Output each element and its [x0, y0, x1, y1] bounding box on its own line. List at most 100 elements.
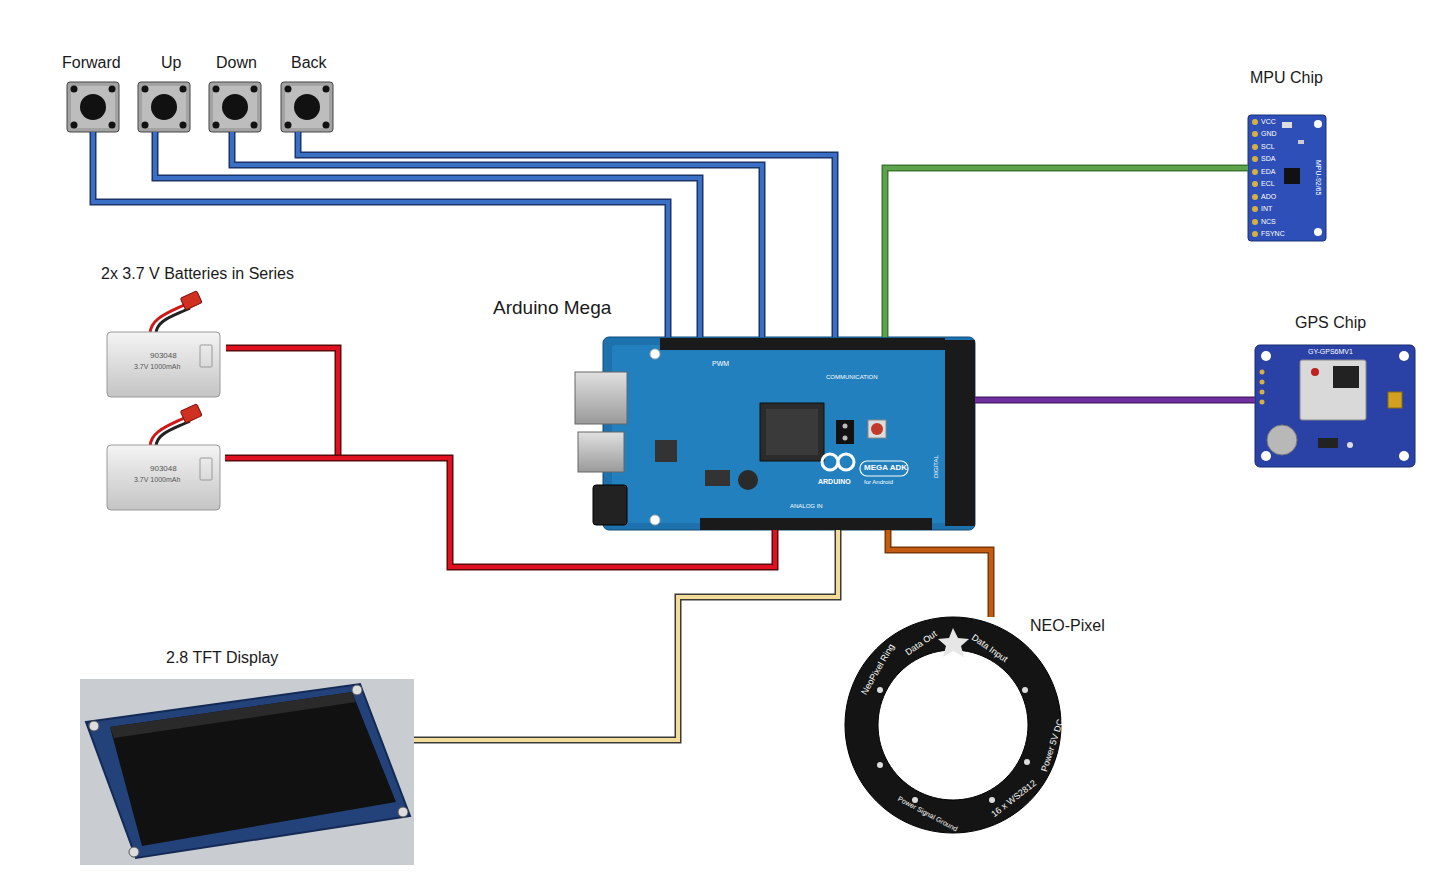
arduino-board-part — [860, 461, 908, 476]
push-button-part — [142, 86, 186, 128]
wire — [232, 132, 762, 337]
push-button-part — [222, 94, 248, 120]
push-button-part — [213, 86, 257, 128]
component-label: 2x 3.7 V Batteries in Series — [101, 265, 294, 283]
mpu-board-part — [1314, 120, 1322, 128]
gps-board-part — [1261, 351, 1271, 361]
neopixel-ring-part — [938, 628, 969, 657]
push-button-part — [323, 86, 330, 93]
component-label: Back — [291, 54, 327, 72]
wire-core — [414, 530, 838, 740]
arduino-board-part — [843, 436, 848, 441]
print-label: Power Signal Ground — [896, 795, 958, 833]
arduino-board-part — [650, 349, 660, 359]
arduino-board-part — [766, 409, 818, 455]
mpu-board-part — [1252, 219, 1258, 225]
display-module: 2.8 TFT Display — [80, 679, 414, 865]
push-button — [67, 82, 119, 132]
led-ring: NEO-Pixel — [845, 617, 1063, 835]
print-label: 3.7V 1000mAh — [134, 363, 180, 371]
battery-cell — [107, 291, 220, 397]
component-label: Forward — [62, 54, 121, 72]
arduino-board-part — [705, 470, 730, 486]
wire-outline — [975, 397, 1255, 404]
arduino-board-part — [575, 372, 627, 424]
gps-board-part — [1260, 390, 1265, 395]
mpu-board-part — [1282, 122, 1292, 128]
push-button — [209, 82, 261, 132]
arduino-board-part — [655, 440, 677, 462]
tft-display-part — [129, 847, 139, 857]
mpu-board-part — [1252, 156, 1258, 162]
push-button-part — [71, 86, 78, 93]
battery-cell-part — [107, 445, 220, 510]
microcontroller-board: Arduino Mega — [603, 337, 975, 530]
push-button-part — [180, 122, 187, 129]
gps-board-part — [1260, 380, 1265, 385]
push-button-part — [80, 94, 106, 120]
mpu-board-part — [1248, 115, 1326, 241]
print-label: COMMUNICATION — [826, 374, 878, 381]
wire-core — [885, 168, 1248, 337]
push-button-part — [142, 86, 149, 93]
gps-board-part — [1260, 370, 1265, 375]
push-button: Up — [138, 82, 190, 132]
push-button-part — [142, 122, 149, 129]
arduino-board-part — [868, 420, 886, 438]
arduino-board-part — [660, 338, 945, 350]
print-label: ECL — [1261, 180, 1275, 188]
print-label: Power 5V DC — [1040, 718, 1066, 773]
battery-cell — [107, 404, 220, 510]
push-button-part — [285, 122, 292, 129]
tft-display-part — [110, 692, 356, 738]
neopixel-ring-part — [877, 687, 883, 693]
wire — [225, 458, 775, 567]
push-button-part — [67, 82, 119, 132]
mpu-board — [1248, 115, 1326, 241]
push-button-part — [213, 122, 220, 129]
component-label: Arduino Mega — [493, 297, 611, 319]
battery-cell-part — [107, 332, 220, 397]
push-button-part — [180, 86, 187, 93]
print-label: SCL — [1261, 143, 1275, 151]
print-label: ADO — [1261, 193, 1276, 201]
gps-board-part — [1399, 451, 1409, 461]
print-label: ANALOG IN — [790, 503, 823, 510]
print-label: 903048 — [150, 352, 177, 361]
arduino-board-part — [738, 470, 758, 490]
component-label: 2.8 TFT Display — [166, 649, 278, 667]
push-button: Back — [281, 82, 333, 132]
battery-cell-part — [180, 291, 202, 310]
print-label: ARDUINO — [818, 478, 851, 486]
print-label: EDA — [1261, 168, 1275, 176]
push-button — [281, 82, 333, 132]
wire-core — [888, 530, 991, 617]
print-label: Data Out — [904, 629, 939, 658]
tft-display — [80, 679, 414, 865]
sensor-module: MPU Chip — [1248, 115, 1326, 241]
arduino-board-part — [612, 345, 962, 523]
print-label: for Android — [864, 479, 893, 486]
arduino-board-part — [822, 454, 838, 470]
print-label: VCC — [1261, 118, 1276, 126]
push-button-part — [285, 86, 329, 128]
neopixel-ring-part — [1024, 759, 1030, 765]
push-button-part — [251, 86, 258, 93]
print-label: FSYNC — [1261, 230, 1285, 238]
push-button-part — [209, 82, 261, 132]
print-label: SDA — [1261, 155, 1275, 163]
arduino-board-part — [760, 403, 824, 461]
mpu-board-part — [1252, 231, 1258, 237]
print-label: MEGA ADK — [864, 464, 907, 473]
battery-cell-part — [156, 421, 190, 447]
series-wire — [226, 348, 338, 458]
wire — [414, 530, 838, 740]
push-button-part — [213, 86, 220, 93]
gps-board-part — [1261, 451, 1271, 461]
wire-outline — [414, 530, 838, 740]
print-label: GY-GPS6MV1 — [1308, 348, 1353, 356]
wire-outline — [232, 132, 762, 337]
tft-display-part — [352, 685, 362, 695]
mpu-board-part — [1252, 194, 1258, 200]
